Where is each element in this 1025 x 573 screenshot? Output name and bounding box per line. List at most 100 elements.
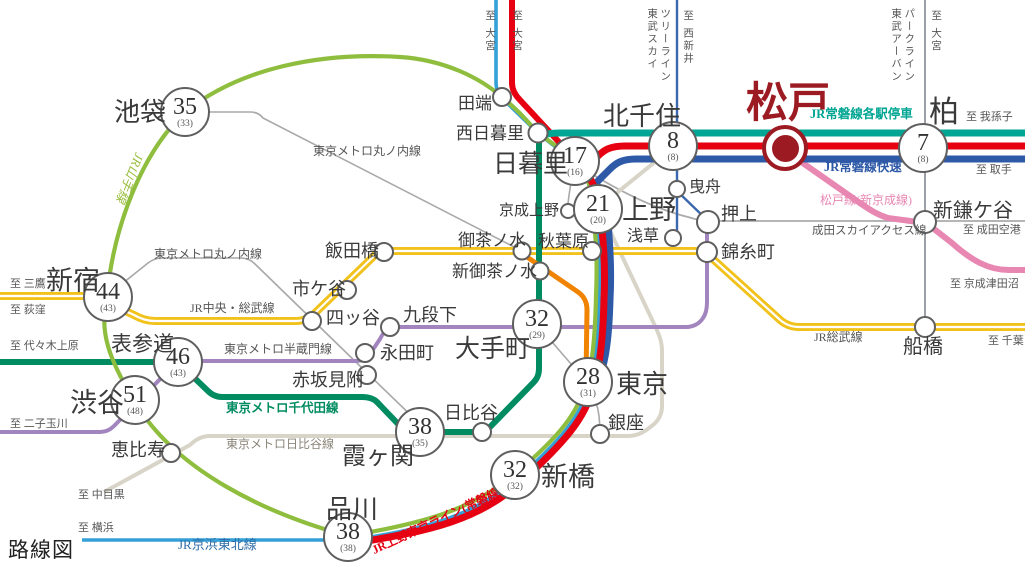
travel-minutes: 38	[408, 413, 432, 440]
station-kudanshita	[380, 317, 400, 337]
station-hikifune	[668, 180, 686, 198]
line-label-to-yokohama: 至 横浜	[78, 522, 114, 534]
station-label-kashiwa: 柏	[929, 96, 959, 129]
station-label-akasaka-mitsuke: 赤坂見附	[292, 370, 364, 390]
travel-minutes: 35	[173, 93, 197, 120]
line-label-to-yoyogi-uehara: 至 代々木上原	[10, 340, 79, 352]
station-circle-shimbashi: 32(32)	[490, 450, 540, 500]
travel-minutes-alt: (43)	[100, 303, 116, 314]
line-label-metro-chiyoda: 東京メトロ千代田線	[226, 401, 339, 415]
station-label-hikifune: 曳舟	[689, 179, 722, 196]
station-label-ueno: 上野	[622, 195, 676, 225]
station-label-ikebukuro: 池袋	[114, 98, 167, 127]
station-label-shinjuku: 新宿	[46, 266, 100, 296]
travel-minutes-alt: (43)	[170, 368, 186, 379]
station-shin-ochanomizu	[530, 261, 550, 281]
station-circle-ueno: 21(20)	[573, 184, 623, 234]
line-label-metro-marunouchi-north: 東京メトロ丸ノ内線	[313, 144, 422, 158]
station-label-akihabara: 秋葉原	[538, 232, 589, 251]
travel-minutes-alt: (31)	[580, 388, 596, 399]
station-label-shibuya: 渋谷	[70, 388, 124, 418]
station-nishi-nippori	[527, 122, 549, 144]
line-label-jr-joban-rapid: JR常磐線快速	[824, 160, 902, 174]
travel-minutes: 17	[563, 142, 587, 169]
line-shin-keisei	[785, 149, 1025, 273]
station-circle-ikebukuro: 35(33)	[160, 87, 210, 137]
line-jr-ueno-tokyo-omiya	[509, 0, 586, 171]
line-label-to-mitaka: 至 三鷹	[10, 278, 46, 290]
station-ichigaya	[337, 280, 357, 300]
line-label-metro-hanzomon: 東京メトロ半蔵門線	[224, 342, 333, 356]
station-label-omotesando: 表参道	[111, 332, 174, 356]
travel-minutes-alt: (38)	[340, 543, 356, 554]
line-label-to-futako-tamagawa: 至 二子玉川	[10, 418, 68, 430]
line-label-to-narita-airport: 至 成田空港	[963, 224, 1021, 236]
line-label-to-ogikubo: 至 荻窪	[10, 304, 46, 316]
station-kinshicho	[696, 241, 718, 263]
station-label-nishi-nippori: 西日暮里	[456, 124, 524, 143]
travel-minutes-alt: (8)	[667, 152, 679, 163]
station-label-ginza: 銀座	[608, 413, 644, 433]
station-label-kinshicho: 錦糸町	[721, 242, 775, 262]
line-marunouchi-ochanomizu-tokyo	[525, 254, 590, 378]
line-label-metro-marunouchi-west: 東京メトロ丸ノ内線	[154, 247, 263, 261]
station-circle-kasumigaseki: 38(35)	[395, 407, 445, 457]
travel-minutes-alt: (20)	[590, 215, 606, 226]
line-marunouchi-ikebukuro-ochanomizu	[209, 111, 521, 251]
line-label-to-nishiarai: 至 西新井	[682, 10, 694, 65]
station-label-shinagawa: 品川	[326, 495, 379, 524]
line-label-to-naka-meguro: 至 中目黒	[78, 489, 125, 501]
travel-minutes: 8	[667, 127, 679, 154]
station-label-nippori: 日暮里	[493, 151, 569, 178]
station-label-yotsuya: 四ッ谷	[326, 308, 380, 328]
travel-minutes: 7	[917, 129, 929, 156]
line-label-tobu-skytree-line: 東武スカイ ツリーライン	[646, 8, 671, 83]
station-label-iidabashi: 飯田橋	[325, 241, 379, 261]
travel-minutes-alt: (32)	[507, 481, 523, 492]
station-ginza	[590, 424, 610, 444]
line-label-to-abiko: 至 我孫子	[966, 111, 1013, 123]
travel-minutes-alt: (16)	[567, 167, 583, 178]
station-circle-kita-senju: 8(8)	[648, 121, 698, 171]
line-label-tobu-urban-park-line: 東武アーバン パークライン	[890, 8, 915, 83]
line-label-metro-hibiya: 東京メトロ日比谷線	[226, 437, 335, 451]
travel-minutes-alt: (35)	[412, 438, 428, 449]
station-label-otemachi: 大手町	[455, 336, 531, 363]
line-label-jr-chuo-sobu: JR中央・総武線	[190, 301, 275, 315]
line-label-to-omiya-utsunomiya: 至 大宮	[511, 10, 523, 53]
travel-minutes: 46	[166, 343, 190, 370]
station-label-funabashi: 船橋	[903, 336, 943, 358]
station-label-ebisu: 恵比寿	[111, 440, 165, 460]
line-label-to-keisei-tsudanuma: 至 京成津田沼	[950, 278, 1019, 290]
station-circle-tokyo: 28(31)	[563, 357, 613, 407]
station-yotsuya	[302, 311, 322, 331]
station-label-tabata: 田端	[458, 94, 492, 113]
station-ebisu	[161, 443, 181, 463]
line-label-to-chiba: 至 千葉	[988, 335, 1024, 347]
station-circle-kashiwa: 7(8)	[898, 123, 948, 173]
station-label-tokyo: 東京	[616, 370, 669, 399]
line-label-narita-sky-access: 成田スカイアクセス線	[812, 225, 927, 237]
station-hibiya	[472, 422, 492, 442]
line-label-to-toride: 至 取手	[976, 164, 1012, 176]
travel-minutes-alt: (33)	[177, 118, 193, 129]
station-nagatacho	[355, 343, 375, 363]
station-label-nagatacho: 永田町	[380, 343, 434, 363]
travel-minutes-alt: (29)	[529, 330, 545, 341]
station-label-asakusa: 浅草	[627, 228, 660, 245]
station-funabashi	[914, 316, 936, 338]
station-label-kudanshita: 九段下	[403, 305, 457, 325]
station-label-shin-kamagaya: 新鎌ケ谷	[933, 200, 1013, 222]
map-title: 路線図	[8, 538, 74, 562]
station-akasaka-mitsuke	[357, 365, 377, 385]
travel-minutes-alt: (48)	[127, 406, 143, 417]
station-label-ichigaya: 市ケ谷	[292, 279, 346, 299]
line-label-to-omiya-tobu: 至 大宮	[930, 10, 942, 53]
line-label-matsudo-shinkeisei: 松戸線(新京成線)	[820, 193, 912, 207]
station-shin-kamagaya	[913, 210, 937, 234]
station-label-hibiya: 日比谷	[444, 403, 498, 423]
station-label-matsudo: 松戸	[746, 81, 831, 127]
station-circle-shinagawa: 38(38)	[323, 512, 373, 562]
station-oshiage	[696, 210, 720, 234]
